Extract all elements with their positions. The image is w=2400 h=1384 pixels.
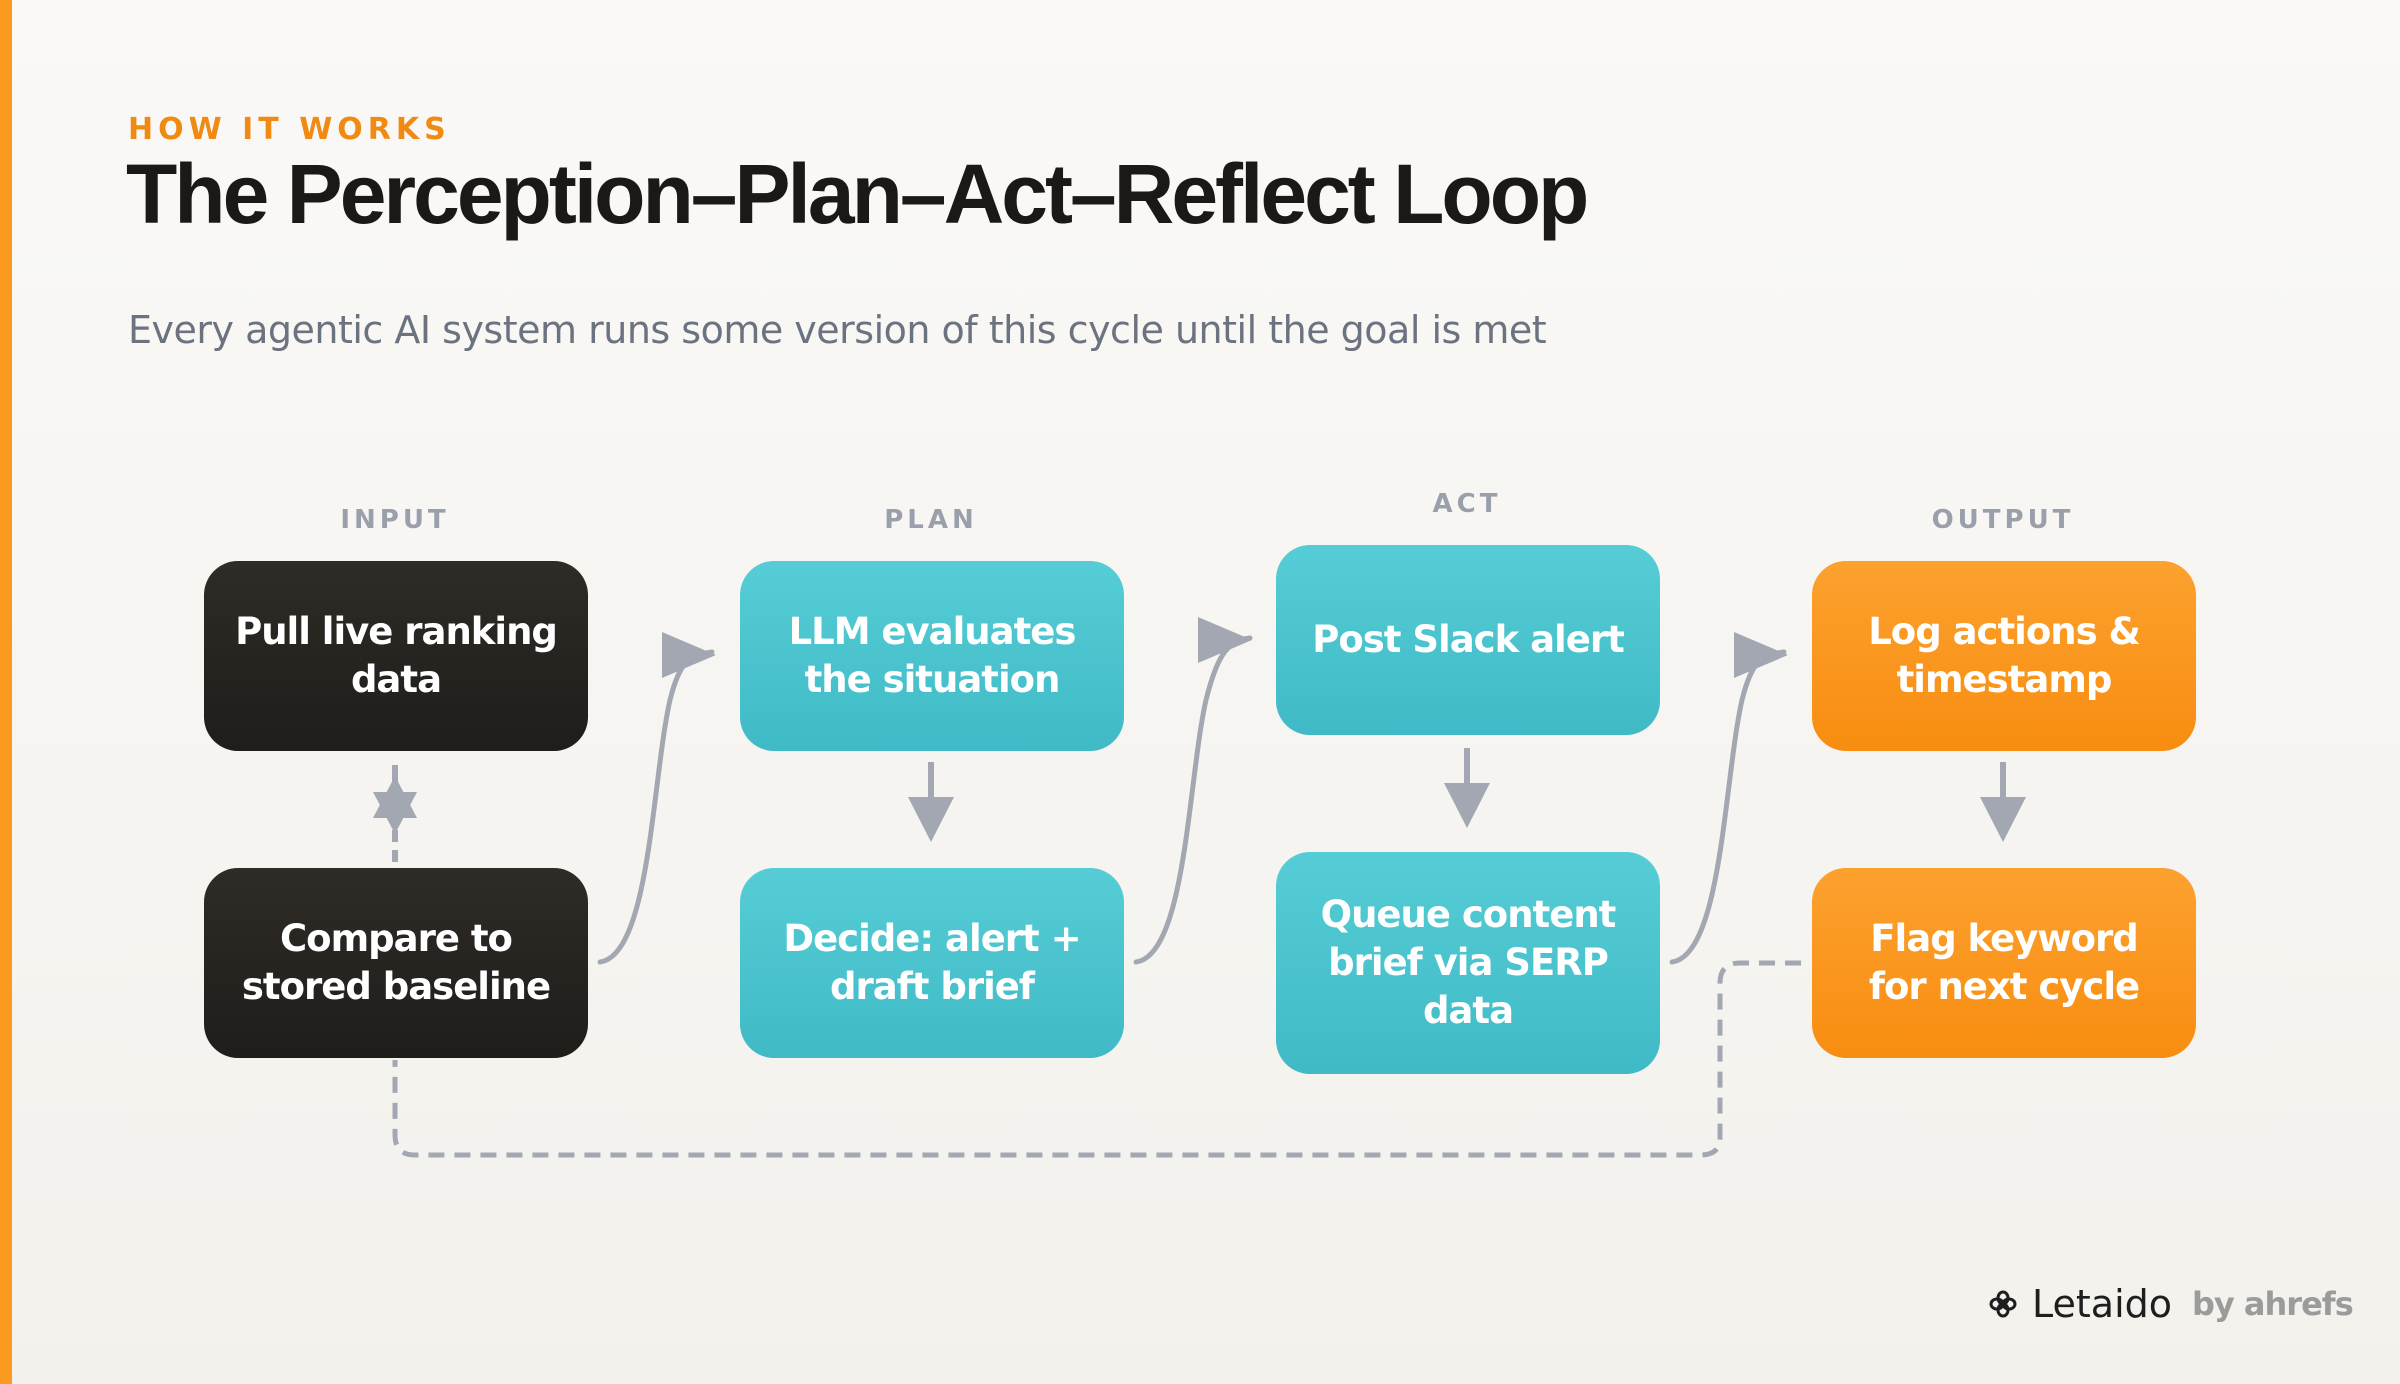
connector-act-to-output [1669,649,1787,965]
column-label-input: INPUT [340,505,450,535]
step-decide-alert: Decide: alert + draft brief [740,868,1124,1058]
brand-footer: Letaido by ahrefs [1988,1282,2354,1326]
arrowhead-to-plan [662,632,716,678]
arrowhead-act-down [1444,783,1490,828]
step-compare-baseline: Compare to stored baseline [204,868,588,1058]
column-label-plan: PLAN [884,505,978,535]
brand-name: Letaido [2032,1282,2172,1326]
step-post-slack-alert: Post Slack alert [1276,545,1660,735]
step-queue-content-brief: Queue content brief via SERP data [1276,852,1660,1074]
page-subtitle: Every agentic AI system runs some versio… [128,308,1547,352]
arrow-input-bidirectional [373,765,417,866]
column-label-act: ACT [1432,489,1502,519]
step-flag-keyword: Flag keyword for next cycle [1812,868,2196,1058]
eyebrow-label: HOW IT WORKS [128,112,451,147]
page-title: The Perception–Plan–Act–Reflect Loop [126,147,1589,241]
feedback-loop-line [392,960,1801,1158]
step-log-actions: Log actions & timestamp [1812,561,2196,751]
arrowhead-to-act [1198,617,1252,663]
column-label-output: OUTPUT [1931,505,2075,535]
connector-input-to-plan [597,649,715,965]
letaido-logo-icon [1989,1290,2017,1318]
arrowhead-to-output [1734,632,1788,678]
accent-bar [0,0,12,1384]
step-pull-ranking-data: Pull live ranking data [204,561,588,751]
arrowhead-output-down [1980,797,2026,842]
brand-by-line: by ahrefs [2192,1285,2354,1323]
step-llm-evaluates: LLM evaluates the situation [740,561,1124,751]
connector-plan-to-act [1133,635,1253,965]
arrowhead-plan-down [908,797,954,842]
